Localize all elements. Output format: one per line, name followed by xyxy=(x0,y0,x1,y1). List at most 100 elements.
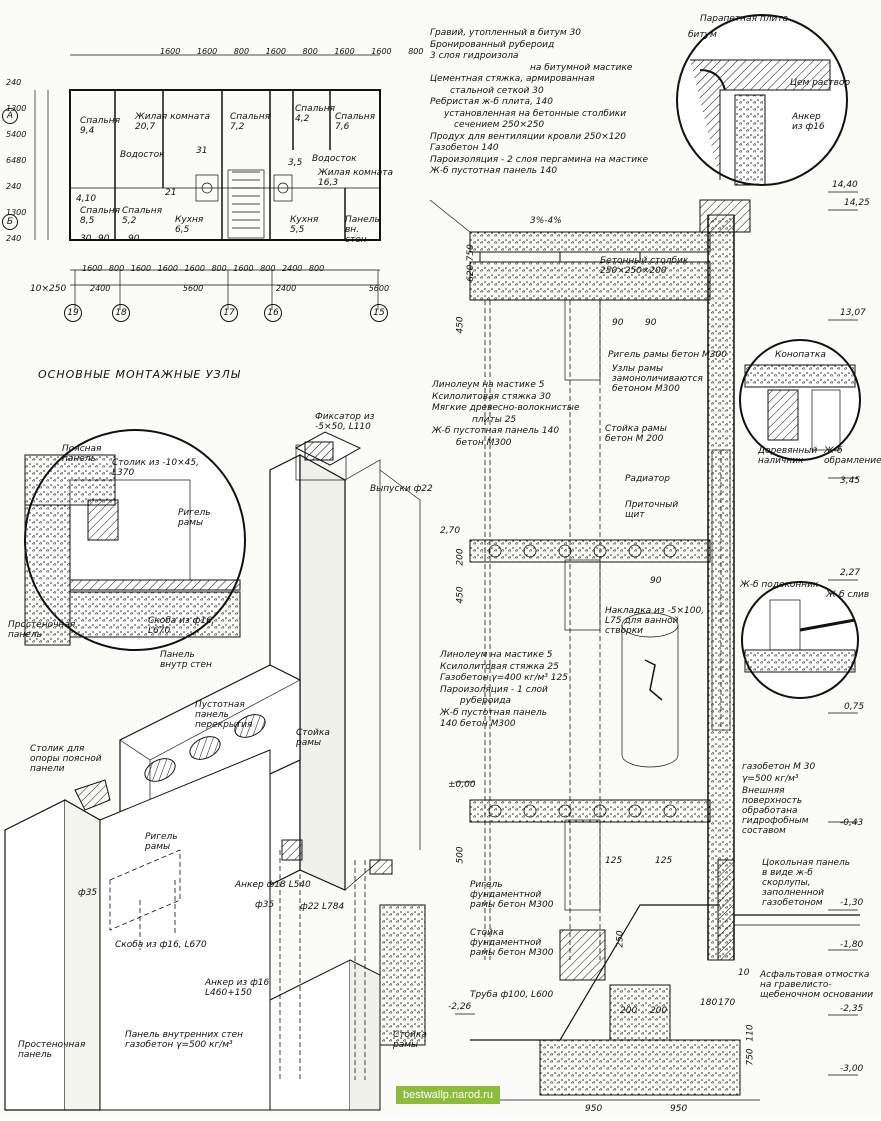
callout: Стойка рамы бетон М 200 xyxy=(605,424,667,444)
plan-misc: 10×250 xyxy=(30,284,67,294)
level-mark: -3,00 xyxy=(840,1064,864,1074)
axon-label: Простеночная панель xyxy=(18,1040,86,1060)
dim: 200 xyxy=(455,548,466,566)
dim: 180 xyxy=(700,998,718,1008)
level-mark: -1,30 xyxy=(840,898,864,908)
dim: 500 xyxy=(455,846,466,864)
axon-label: Ригель рамы xyxy=(145,832,178,852)
callout: Деревянный наличник xyxy=(758,446,818,466)
plan-dim-bottom-2: 2400 5600 2400 5600 xyxy=(90,284,390,293)
room-label: Водосток xyxy=(120,150,165,160)
axis-marker-col: 16 xyxy=(264,304,282,322)
dim: 170 xyxy=(718,998,736,1008)
dim: 200 xyxy=(650,1006,668,1016)
plan-misc: 4,10 xyxy=(76,194,97,204)
dim: 950 xyxy=(670,1104,688,1114)
level-mark: 2,27 xyxy=(840,568,861,578)
callout: битум xyxy=(688,30,717,40)
callout: Асфальтовая отмостка на гравелисто-щебен… xyxy=(760,970,874,1000)
axis-marker-col: 19 xyxy=(64,304,82,322)
axon-label: ф22 L784 xyxy=(300,902,345,912)
callout: Радиатор xyxy=(625,474,670,484)
callout: Ж-б слив xyxy=(826,590,870,600)
axon-label: ф35 xyxy=(255,900,275,910)
axon-label: Пустотная панель перекрытия xyxy=(195,700,253,730)
dim: 110 xyxy=(745,1024,756,1042)
axon-label: Фиксатор из -5×50, L110 xyxy=(315,412,375,432)
plan-misc: 90 xyxy=(98,234,110,244)
plan-misc: 21 xyxy=(165,188,177,198)
level-mark: -2,26 xyxy=(448,1002,472,1012)
callout: Узлы рамы замоноличиваются бетоном М300 xyxy=(612,364,703,394)
wall-section xyxy=(429,191,860,1101)
level-mark: ±0,00 xyxy=(448,780,476,790)
axis-marker-col: 17 xyxy=(220,304,238,322)
dim: 250 xyxy=(615,930,626,948)
dim: 200 xyxy=(620,1006,638,1016)
plan-misc: 31 xyxy=(196,146,208,156)
level-mark: 2,70 xyxy=(440,526,461,536)
axis-marker-col: 15 xyxy=(370,304,388,322)
callout: Стойка фундаментной рамы бетон М300 xyxy=(470,928,554,958)
window-head-detail-circle xyxy=(739,339,861,461)
level-mark: -1,80 xyxy=(840,940,864,950)
callout: γ=500 кг/м³ xyxy=(742,774,799,784)
callout: Ж-б обрамление xyxy=(824,446,881,466)
axon-label: Выпуски ф22 xyxy=(370,484,433,494)
level-mark: 0,75 xyxy=(844,702,865,712)
level-mark: 13,07 xyxy=(840,308,866,318)
dim: 125 xyxy=(605,856,623,866)
axonometric-view xyxy=(4,431,426,1111)
callout: Ригель рамы бетон М300 xyxy=(608,350,727,360)
axon-label: Столик для опоры поясной панели xyxy=(30,744,102,774)
dim: 10 xyxy=(738,968,750,978)
detail-label: Скоба из ф16, L670 xyxy=(148,616,215,636)
dim: 620-750 xyxy=(465,244,476,282)
callout: Ж-б подоконник xyxy=(740,580,819,590)
callout: Цем раствор xyxy=(790,78,851,88)
plan-dim-bottom: 1600 800 1600 1600 1600 800 1600 800 240… xyxy=(82,264,325,273)
room-label: Панель вн. стен xyxy=(345,215,380,245)
level-mark: -0,43 xyxy=(840,818,864,828)
axon-label: Стойка рамы xyxy=(296,728,330,748)
dim: 450 xyxy=(455,316,466,334)
level-mark: 14,25 xyxy=(844,198,870,208)
detail-label: Панель внутр стен xyxy=(160,650,212,670)
plan-misc: 30 xyxy=(80,234,92,244)
detail-label: Ригель рамы xyxy=(178,508,211,528)
roof-layers-note: Гравий, утопленный в битум 30 Бронирован… xyxy=(430,28,649,176)
dim: 90 xyxy=(645,318,657,328)
callout: Труба ф100, L600 xyxy=(470,990,554,1000)
callout: Анкер из ф16 xyxy=(792,112,825,132)
section-title: ОСНОВНЫЕ МОНТАЖНЫЕ УЗЛЫ xyxy=(38,368,241,381)
detail-label: Поясная панель xyxy=(62,444,102,464)
detail-label: Столик из -10×45, L370 xyxy=(112,458,199,478)
callout: Ригель фундаментной рамы бетон М300 xyxy=(470,880,554,910)
callout: Приточный щит xyxy=(625,500,679,520)
plan-dim-top: 1600 1600 800 1600 800 1600 1600 800 xyxy=(160,47,424,56)
axon-label: Стойка рамы xyxy=(393,1030,427,1050)
floor-plan xyxy=(34,54,381,310)
dim: 950 xyxy=(585,1104,603,1114)
dim: 90 xyxy=(650,576,662,586)
level-mark: 3,45 xyxy=(840,476,861,486)
plan-misc: 90 xyxy=(128,234,140,244)
callout: Конопатка xyxy=(775,350,826,360)
detail-label: Простеночная панель xyxy=(8,620,76,640)
callout: Накладка из -5×100, L75 для ванной створ… xyxy=(605,606,705,636)
riegel-detail-circle xyxy=(24,429,246,651)
plan-misc: 3,5 xyxy=(288,158,303,168)
dim: 125 xyxy=(655,856,673,866)
floor-layers-note-2: Линолеум на мастике 5 Ксилолитовая стяжк… xyxy=(440,650,568,729)
